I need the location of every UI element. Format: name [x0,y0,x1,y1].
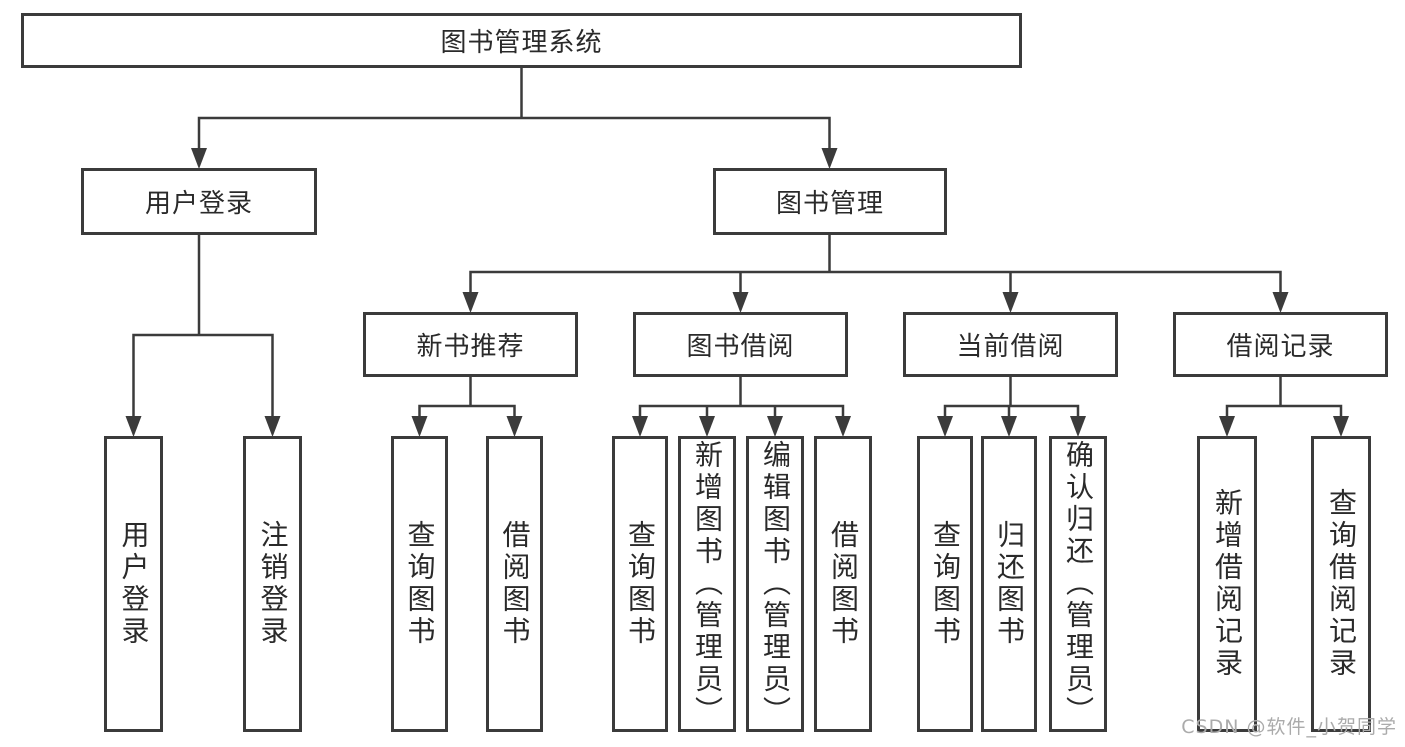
leaf-confirm-return-admin: 确认归还（管理员） [1049,436,1107,732]
node-new-book-recommend: 新书推荐 [363,312,578,377]
leaf-logout-login: 注销登录 [243,436,302,732]
leaf-borrow-books-recommend: 借阅图书 [486,436,543,732]
leaf-query-books-recommend: 查询图书 [391,436,448,732]
arrowheads [125,148,1349,437]
leaf-query-books-current: 查询图书 [917,436,973,732]
leaf-return-books: 归还图书 [981,436,1037,732]
leaf-add-books-admin: 新增图书（管理员） [678,436,736,732]
leaf-edit-books-admin: 编辑图书（管理员） [746,436,804,732]
node-book-management: 图书管理 [713,168,947,235]
node-current-borrowing: 当前借阅 [903,312,1118,377]
node-book-borrowing: 图书借阅 [633,312,848,377]
node-user-login: 用户登录 [81,168,317,235]
watermark: CSDN @软件_小贺同学 [1181,716,1397,738]
node-system-root: 图书管理系统 [21,13,1022,68]
leaf-query-borrow-record: 查询借阅记录 [1311,436,1371,732]
leaf-query-books-borrow: 查询图书 [612,436,668,732]
leaf-user-login: 用户登录 [104,436,163,732]
leaf-add-borrow-record: 新增借阅记录 [1197,436,1257,732]
leaf-borrow-books: 借阅图书 [814,436,872,732]
node-borrowing-records: 借阅记录 [1173,312,1388,377]
